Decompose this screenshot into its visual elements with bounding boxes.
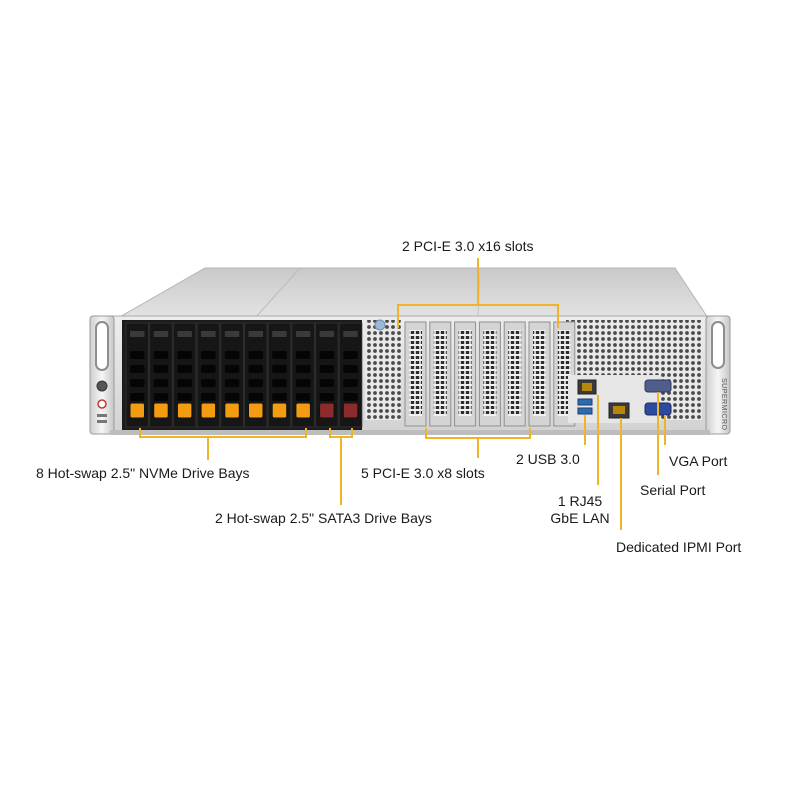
serial-port [644, 379, 672, 393]
sata-drive-bay [315, 322, 339, 428]
callout-lines [139, 258, 666, 530]
callout-pcie-x16-label: 2 PCI-E 3.0 x16 slots [402, 238, 534, 254]
left-rack-ear [89, 315, 115, 435]
pcie-slots [404, 321, 576, 427]
nvme-drive-bay [244, 322, 268, 428]
io-panel [568, 375, 672, 423]
callout-sata-label: 2 Hot-swap 2.5" SATA3 Drive Bays [215, 510, 432, 526]
usb-port-1 [577, 398, 593, 406]
callout-rj45-line2: GbE LAN [550, 510, 610, 526]
callout-rj45-label: 1 RJ45 GbE LAN [540, 493, 620, 527]
callout-nvme-line [139, 428, 307, 438]
screw [374, 319, 386, 331]
callout-rj45-line1: 1 RJ45 [557, 493, 603, 509]
drive-bays [125, 322, 363, 428]
pcie-x8-slot [454, 321, 477, 427]
nvme-drive-bay [125, 322, 149, 428]
right-rack-ear: SUPERMICRO [705, 315, 731, 435]
nvme-drive-bay [149, 322, 173, 428]
callout-usb-label: 2 USB 3.0 [516, 451, 580, 467]
nvme-drive-bay [172, 322, 197, 428]
pcie-x8-slot [429, 321, 452, 427]
nvme-drive-bay [196, 322, 221, 428]
callout-serial-label: Serial Port [640, 482, 706, 498]
nvme-drive-bay [220, 322, 244, 428]
chassis-bottom-rail [110, 430, 710, 435]
rear-vent-left [365, 320, 401, 420]
callout-ipmi-label: Dedicated IPMI Port [616, 539, 742, 555]
callout-nvme-label: 8 Hot-swap 2.5" NVMe Drive Bays [36, 465, 250, 481]
usb-port-2 [577, 407, 593, 415]
rear-vent-right [566, 320, 702, 375]
callout-vga-label: VGA Port [669, 453, 728, 469]
nvme-drive-bay [291, 322, 315, 428]
sata-drive-bay [338, 322, 363, 428]
callout-pcie-x8-label: 5 PCI-E 3.0 x8 slots [361, 465, 485, 481]
chassis-top [116, 267, 709, 319]
rack-ear-logo: SUPERMICRO [720, 378, 727, 431]
pcie-x8-slot [528, 321, 551, 427]
pcie-x8-slot [503, 321, 526, 427]
pcie-x16-slot [404, 321, 427, 427]
nvme-drive-bay [267, 322, 292, 428]
pcie-x8-slot [478, 321, 501, 427]
chassis-top-seam [254, 267, 301, 319]
